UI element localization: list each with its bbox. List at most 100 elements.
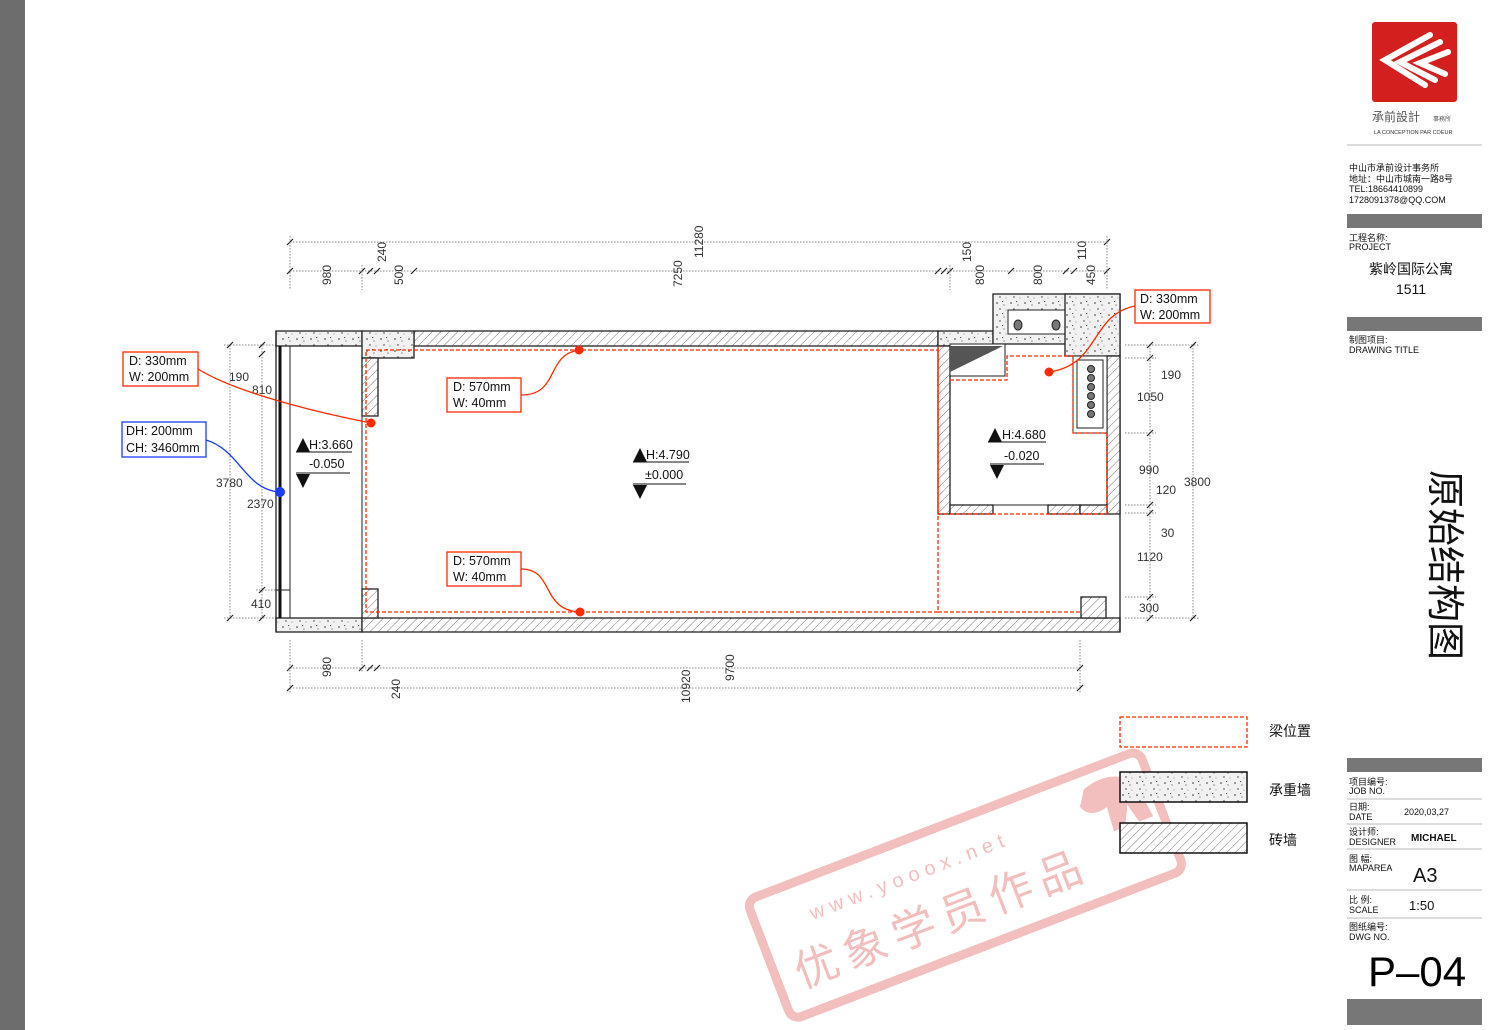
scale-label-en: SCALE xyxy=(1349,905,1379,915)
bottom-brick-wall xyxy=(361,617,1121,633)
legend: 梁位置 承重墙 砖墙 xyxy=(1119,716,1311,854)
dim-left-190: 190 xyxy=(229,370,249,384)
dim-top-110: 110 xyxy=(1075,241,1089,260)
legend-bearing-wall-swatch xyxy=(1119,771,1248,803)
left-dimensions: 190 810 3780 2370 410 xyxy=(216,341,276,622)
date-label-en: DATE xyxy=(1349,812,1372,822)
dwg-number: P–04 xyxy=(1368,948,1466,995)
level-height: H:3.660 xyxy=(309,438,353,452)
scale-value: 1:50 xyxy=(1409,898,1434,913)
svg-text:事務所: 事務所 xyxy=(1433,115,1451,123)
dwg-label-en: DWG NO. xyxy=(1349,932,1390,942)
dim-top-980: 980 xyxy=(320,265,334,285)
callout-beam-left: D: 330mm W: 200mm xyxy=(122,351,376,428)
company-email: 1728091378@QQ.COM xyxy=(1349,195,1446,205)
callout-door-height: DH: 200mm xyxy=(126,424,193,438)
dim-right-990: 990 xyxy=(1139,463,1159,477)
drawing-title-label-cn: 制图项目: xyxy=(1349,334,1388,345)
level-height: H:4.790 xyxy=(646,448,690,462)
callout-width: W: 200mm xyxy=(129,370,189,384)
dim-left-2370: 2370 xyxy=(247,497,274,511)
legend-beam-swatch xyxy=(1119,716,1248,748)
company-name: 中山市承前设计事务所 xyxy=(1349,162,1439,173)
callout-depth: D: 330mm xyxy=(129,354,187,368)
date-label-cn: 日期: xyxy=(1349,802,1370,812)
date-value: 2020,03,27 xyxy=(1404,807,1449,817)
scale-label-cn: 比 例: xyxy=(1349,894,1372,905)
callout-depth: D: 330mm xyxy=(1140,292,1198,306)
dim-top-150: 150 xyxy=(960,242,974,262)
company-logo: 承前設計 事務所 LA CONCEPTION PAR COEUR xyxy=(1372,22,1457,136)
dim-right-1120: 1120 xyxy=(1137,550,1163,564)
bottom-dimensions: 980 240 10920 9700 xyxy=(286,640,1084,703)
company-tel: TEL:18664410899 xyxy=(1349,184,1423,194)
level-marker-center: H:4.790 ±0.000 xyxy=(633,448,690,499)
top-dimensions: 980 240 500 7250 11280 150 800 800 110 4… xyxy=(286,225,1111,290)
dwg-label-cn: 图纸编号: xyxy=(1349,921,1388,932)
dim-top-500: 500 xyxy=(392,265,406,285)
top-brick-wall xyxy=(413,330,939,347)
level-floor: ±0.000 xyxy=(645,468,683,482)
maparea-label-en: MAPAREA xyxy=(1349,863,1392,873)
callout-width: W: 40mm xyxy=(453,396,506,410)
watermark-stamp: www.yooox.net 优象学员作品 xyxy=(744,748,1186,1022)
dim-left-810: 810 xyxy=(252,383,272,397)
dim-top-800b: 800 xyxy=(1031,265,1045,285)
designer-label-en: DESIGNER xyxy=(1349,837,1397,847)
dim-bottom-9700: 9700 xyxy=(723,654,737,681)
svg-text:承前設計: 承前設計 xyxy=(1372,109,1420,124)
legend-brick-wall-label: 砖墙 xyxy=(1269,832,1297,848)
dim-right-30: 30 xyxy=(1161,526,1175,540)
designer-value: MICHAEL xyxy=(1411,833,1457,844)
title-block: 承前設計 事務所 LA CONCEPTION PAR COEUR 中山市承前设计… xyxy=(1347,22,1482,1025)
dim-right-190: 190 xyxy=(1161,368,1181,382)
dim-bottom-10920: 10920 xyxy=(679,669,693,703)
dim-right-1050: 1050 xyxy=(1137,390,1164,404)
dim-top-11280: 11280 xyxy=(692,225,706,258)
column xyxy=(361,330,415,359)
dim-right-3800: 3800 xyxy=(1184,475,1211,489)
callout-depth: D: 570mm xyxy=(453,380,511,394)
callout-beam-bottom: D: 570mm W: 40mm xyxy=(446,551,585,617)
designer-label-cn: 设计师: xyxy=(1349,826,1379,837)
callout-width: W: 40mm xyxy=(453,570,506,584)
floor-plan xyxy=(275,293,1121,633)
dim-left-410: 410 xyxy=(251,597,271,611)
callout-window: DH: 200mm CH: 3460mm xyxy=(121,421,285,497)
dim-top-7250: 7250 xyxy=(671,260,685,287)
beam-lines xyxy=(365,346,1108,613)
project-label-cn: 工程名称: xyxy=(1349,232,1388,243)
legend-bearing-wall-label: 承重墙 xyxy=(1269,782,1311,798)
top-left-bearing-wall xyxy=(275,330,363,347)
legend-brick-wall-swatch xyxy=(1119,822,1248,854)
maparea-value: A3 xyxy=(1413,865,1437,887)
drawing-title-label-en: DRAWING TITLE xyxy=(1349,345,1419,355)
job-no-label-cn: 项目编号: xyxy=(1349,776,1388,787)
project-number: 1511 xyxy=(1396,281,1426,297)
callout-ceiling-height: CH: 3460mm xyxy=(126,441,200,455)
job-no-label-en: JOB NO. xyxy=(1349,786,1385,796)
callout-beam-top: D: 570mm W: 40mm xyxy=(446,345,584,413)
dim-top-450: 450 xyxy=(1084,265,1098,285)
level-floor: -0.020 xyxy=(1004,449,1039,463)
project-label-en: PROJECT xyxy=(1349,242,1392,252)
level-height: H:4.680 xyxy=(1002,428,1046,442)
callout-depth: D: 570mm xyxy=(453,554,511,568)
project-name: 紫岭国际公寓 xyxy=(1369,261,1453,277)
dim-bottom-980: 980 xyxy=(320,657,334,677)
pipe-icons xyxy=(1087,365,1095,418)
bottom-left-bearing-wall xyxy=(275,617,363,633)
dim-right-120: 120 xyxy=(1156,483,1176,497)
level-marker-bathroom: H:4.680 -0.020 xyxy=(988,428,1046,479)
maparea-label-cn: 图 幅: xyxy=(1349,853,1372,864)
right-dimensions: 190 1050 990 120 3800 30 1120 300 xyxy=(1125,341,1211,622)
dim-right-300: 300 xyxy=(1139,601,1159,615)
callout-width: W: 200mm xyxy=(1140,308,1200,322)
level-marker-left: H:3.660 -0.050 xyxy=(296,438,353,488)
dim-bottom-240: 240 xyxy=(389,679,403,699)
dim-left-3780: 3780 xyxy=(216,476,243,490)
drawing-title: 原始结构图 xyxy=(1423,470,1465,660)
callout-beam-right: D: 330mm W: 200mm xyxy=(1044,289,1211,377)
sidebar-strip xyxy=(0,0,25,1030)
